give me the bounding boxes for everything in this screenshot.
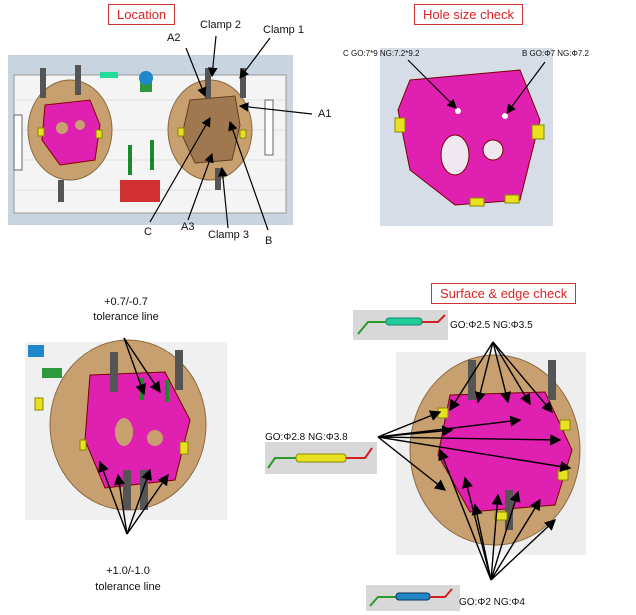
tolerance-leaders [98,337,169,535]
label-c: C [144,226,152,238]
location-title: Location [108,4,176,25]
tolerance-image [25,339,227,520]
surface-edge-image [396,352,586,555]
label-clamp3: Clamp 3 [208,229,249,241]
tolerance-top-line2: tolerance line [93,311,159,323]
label-clamp1: Clamp 1 [263,24,304,36]
gauge-pin-1 [353,310,448,340]
label-a1: A1 [318,108,332,120]
tolerance-top-line1: +0.7/-0.7 [104,296,148,308]
gauge-label-1: GO:Φ2.5 NG:Φ3.5 [450,320,533,331]
location-leaders [149,35,313,231]
hole-leaders [407,59,546,114]
label-a3: A3 [181,221,195,233]
label-b: B [265,235,273,247]
label-a2: A2 [167,32,181,44]
label-b-hole: B GO:Φ7 NG:Φ7.2 [522,49,590,58]
hole-size-title: Hole size check [414,4,524,25]
surface-edge-title: Surface & edge check [431,283,577,304]
gauge-pin-3 [366,585,460,611]
label-clamp2: Clamp 2 [200,19,241,31]
gauge-label-3: GO:Φ2 NG:Φ4 [459,597,525,608]
location-fixture-image [8,55,293,225]
surface-leaders [377,341,572,581]
gauge-pin-2 [265,442,377,474]
tolerance-bottom-line1: +1.0/-1.0 [106,565,150,577]
tolerance-bottom-line2: tolerance line [95,581,161,593]
hole-size-image [380,48,553,226]
label-c-hole: C GO:7*9 NG:7.2*9.2 [343,49,420,58]
gauge-label-2: GO:Φ2.8 NG:Φ3.8 [265,432,348,443]
